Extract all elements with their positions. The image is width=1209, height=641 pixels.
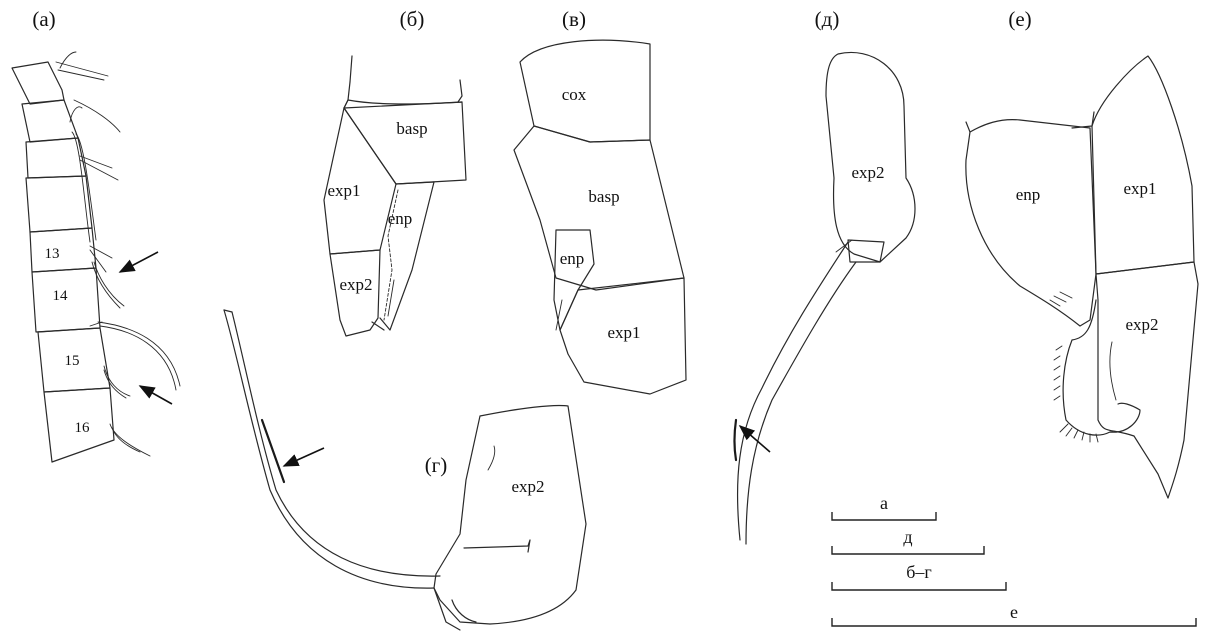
panel-label-b: (б): [400, 7, 425, 31]
segment-number-13: 13: [45, 246, 60, 262]
label-b-exp2: exp2: [339, 275, 372, 294]
label-v-cox: cox: [562, 85, 587, 104]
segment-number-16: 16: [75, 420, 91, 436]
panel-label-d: (д): [815, 7, 840, 31]
panel-label-e: (е): [1008, 7, 1031, 31]
scale-bar-label-a: а: [880, 493, 888, 513]
scale-bar-a: а: [831, 493, 937, 521]
panel-v-leg: [513, 39, 687, 395]
panel-label-v: (в): [562, 7, 586, 31]
panel-label-a: (а): [32, 7, 55, 31]
panel-label-g: (г): [425, 453, 448, 477]
panel-b-leg: [323, 55, 467, 337]
label-d-exp2: exp2: [851, 163, 884, 182]
label-e-exp2: exp2: [1125, 315, 1158, 334]
label-b-enp: enp: [388, 209, 413, 228]
scale-bar-label-d: д: [903, 527, 912, 547]
segment-number-14: 14: [53, 288, 69, 304]
scale-bar-label-e: е: [1010, 602, 1018, 622]
scale-bar-d: д: [831, 527, 985, 555]
label-b-exp1: exp1: [327, 181, 360, 200]
panel-e-leg: [965, 55, 1199, 499]
label-e-exp1: exp1: [1123, 179, 1156, 198]
panel-a-antenna: [11, 51, 181, 463]
arrow-a-2: [138, 385, 173, 405]
scale-bar-label-b-g: б–г: [906, 562, 932, 582]
label-v-basp: basp: [588, 187, 619, 206]
arrow-a-1: [118, 251, 159, 273]
segment-number-15: 15: [65, 353, 80, 369]
arrow-g: [282, 447, 325, 467]
label-v-enp: enp: [560, 249, 585, 268]
label-v-exp1: exp1: [607, 323, 640, 342]
label-e-enp: enp: [1016, 185, 1041, 204]
arrow-d: [738, 424, 771, 453]
scale-bar-b-g: б–г: [831, 562, 1007, 591]
label-g-exp2: exp2: [511, 477, 544, 496]
panel-d-exp2: [733, 51, 916, 545]
label-b-basp: basp: [396, 119, 427, 138]
scale-bar-e: е: [831, 602, 1197, 627]
panel-g-exp2: [223, 309, 587, 631]
